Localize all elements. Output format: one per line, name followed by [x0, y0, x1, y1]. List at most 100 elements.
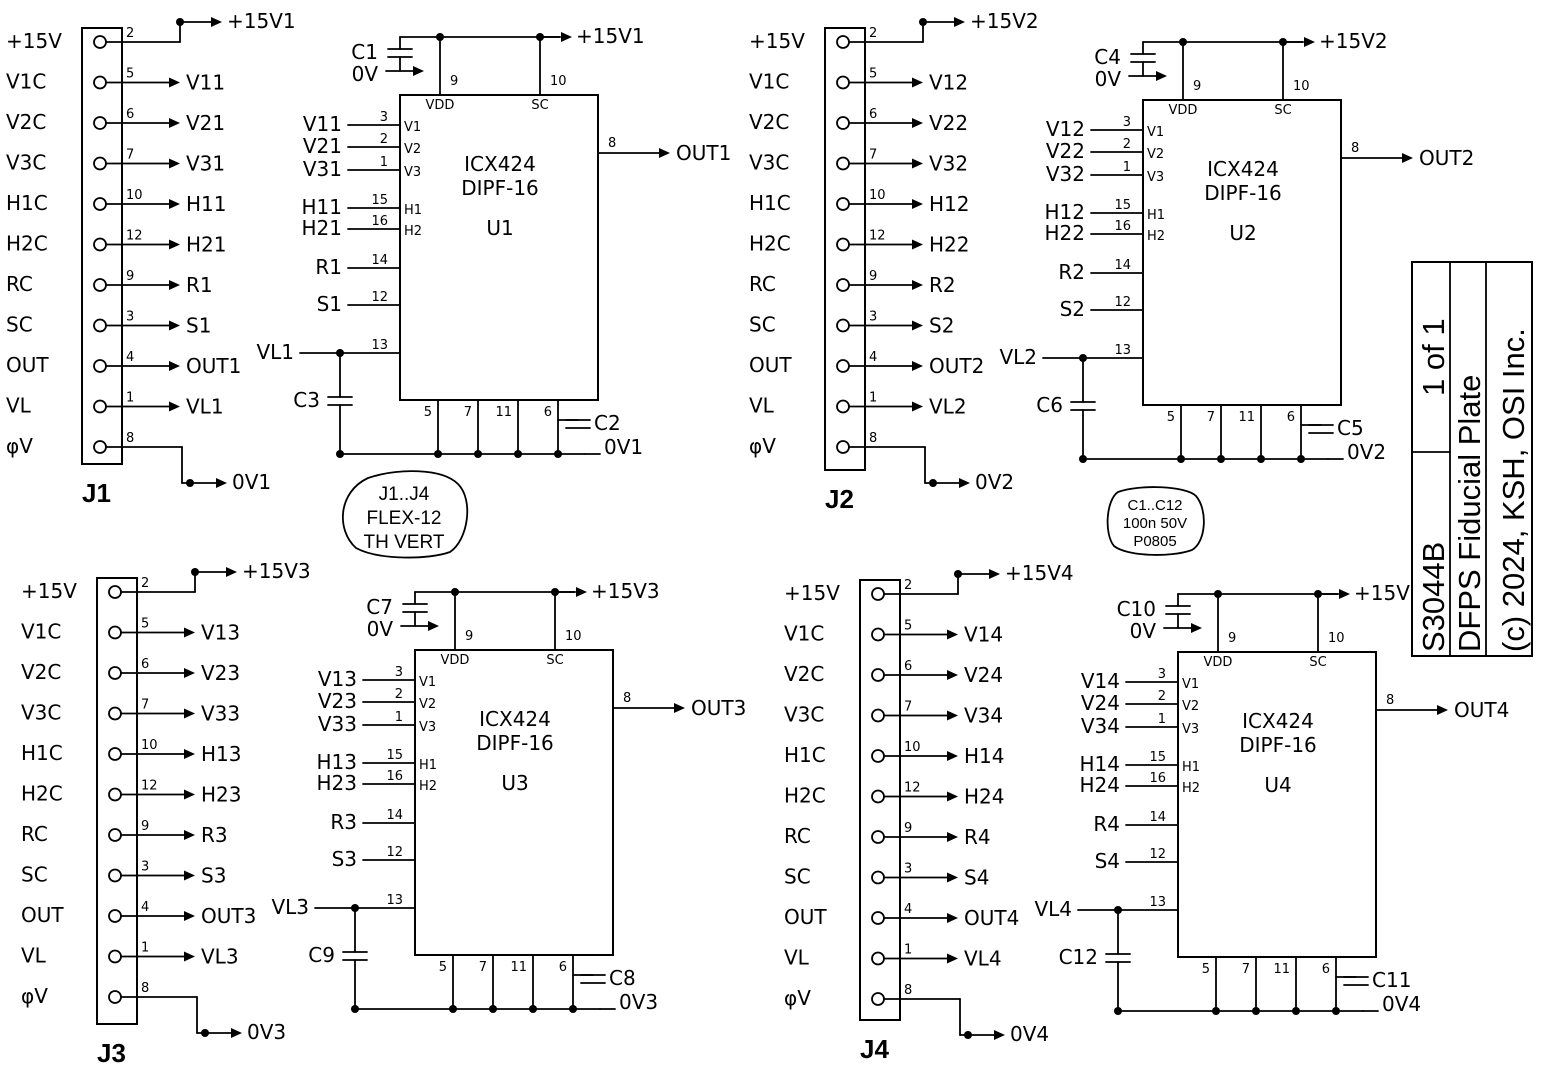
connector-signal-label: OUT [749, 353, 792, 377]
junction-dot [434, 450, 442, 458]
net-label: VL3 [201, 945, 239, 969]
connector-signal-label: V3C [784, 703, 824, 727]
arrow-head [912, 361, 923, 371]
connector-pin-number: 8 [141, 981, 149, 996]
ic-pin-number: 3 [380, 110, 388, 125]
connector-pin-socket [108, 990, 122, 1004]
arrow-head [947, 872, 958, 883]
connector-pin-socket [93, 156, 107, 171]
net-label: V14 [964, 623, 1003, 647]
connector-pin-socket [108, 666, 122, 680]
arrow-head [947, 710, 958, 721]
junction-dot [176, 18, 184, 26]
ic-pin-number: 11 [510, 960, 527, 975]
ic-pin-name-vdd: VDD [426, 98, 455, 113]
connector-designator: J4 [860, 1034, 889, 1064]
net-label: S4 [964, 866, 989, 890]
arrow-head [994, 1030, 1005, 1040]
net-label: V22 [929, 111, 968, 135]
connector-signal-label: V2C [784, 662, 824, 686]
ic-pin-number: 13 [1114, 343, 1131, 358]
arrow-head [912, 118, 923, 128]
connector-pin-number: 12 [869, 229, 886, 244]
ic-pin-name: V3 [404, 165, 421, 180]
connector-pin-socket [836, 359, 850, 373]
ic-pin-number: 9 [450, 74, 458, 89]
net-label: H11 [186, 192, 227, 216]
ic-output-net-label: OUT3 [691, 696, 746, 720]
ic-input-net-label: V32 [1046, 162, 1085, 186]
connector-pin-socket [93, 35, 107, 49]
connector-pin-socket [871, 911, 885, 925]
arrow-head [216, 478, 227, 488]
ic-part-number: ICX424 [1242, 709, 1314, 733]
net-label: V11 [186, 71, 225, 95]
connector-pin-socket [871, 830, 885, 844]
connector-pin-socket [93, 237, 107, 252]
connector-pin-number: 2 [141, 576, 149, 591]
copyright-line: (c) 2024, KSH, OSI Inc. [1496, 328, 1531, 652]
net-label: OUT4 [964, 906, 1019, 930]
net-label: OUT2 [929, 354, 984, 378]
arrow-head [947, 629, 958, 640]
ic-input-net-label: R1 [315, 255, 342, 279]
connector-pin-number: 7 [869, 148, 877, 163]
connector-pin-number: 7 [141, 698, 149, 713]
arrow-head [912, 320, 923, 331]
net-label: S3 [201, 864, 226, 888]
ic-pin-number: 5 [1202, 962, 1210, 977]
ic-pin-name: H2 [1147, 229, 1165, 244]
arrow-head [1402, 153, 1413, 163]
ic-pin-name: H2 [419, 779, 437, 794]
net-label: S2 [929, 314, 954, 338]
connector-pin-socket [871, 627, 885, 642]
connector-pin-number: 8 [126, 431, 134, 446]
arrow-head [169, 280, 180, 290]
ic-part-number: ICX424 [479, 707, 551, 731]
junction-dot [919, 18, 927, 26]
ic-input-net-label: H21 [302, 216, 343, 240]
ic-input-net-label: H13 [317, 750, 358, 774]
ic-pin-number: 2 [1158, 689, 1166, 704]
ic-pin-number: 9 [1228, 631, 1236, 646]
ic-body [1177, 651, 1377, 958]
arrow-head [954, 17, 965, 27]
connector-pin-number: 9 [126, 269, 134, 284]
connector-pin-number: 8 [869, 431, 877, 446]
connector-designator: J1 [82, 478, 111, 508]
ic-power-net-label: +15V [1354, 581, 1410, 605]
connector-pin-socket [93, 359, 107, 373]
arrow-head [947, 751, 958, 761]
ic-pin-number: 9 [1193, 79, 1201, 94]
arrow-head [947, 670, 958, 680]
ic-input-net-label: S1 [317, 292, 342, 316]
ic-pin-name-sc: SC [1309, 655, 1326, 670]
connector-pin-socket [836, 318, 850, 333]
arrow-head [1437, 705, 1448, 715]
connector-pin-number: 10 [904, 740, 921, 755]
connector-pin-socket [108, 747, 122, 761]
ic-package: DIPF-16 [1239, 733, 1317, 757]
connector-pin-socket [93, 440, 107, 454]
substrate-cap-label: C11 [1372, 968, 1411, 992]
ic-pin-number: 3 [395, 665, 403, 680]
ic-input-net-label: S4 [1095, 849, 1120, 873]
ic-pin-number: 16 [386, 769, 403, 784]
ic-pin-name: V1 [1147, 125, 1164, 140]
arrow-head [947, 953, 958, 964]
net-label: V31 [186, 152, 225, 176]
ic-input-net-label: R3 [330, 810, 357, 834]
connector-pin-number: 6 [904, 659, 912, 674]
ic-body [414, 649, 614, 956]
ic-pin-name: V2 [419, 697, 436, 712]
connector-pin-number: 2 [126, 26, 134, 41]
arrow-head [947, 791, 958, 802]
ic-part-number: ICX424 [464, 152, 536, 176]
junction-dot [1332, 1007, 1340, 1015]
connector-pin-socket [108, 909, 122, 923]
ic-pin-number: 7 [464, 405, 472, 420]
junction-dot [954, 570, 962, 578]
vl-cap-label: C3 [293, 388, 320, 412]
connector-pin-socket [871, 992, 885, 1006]
